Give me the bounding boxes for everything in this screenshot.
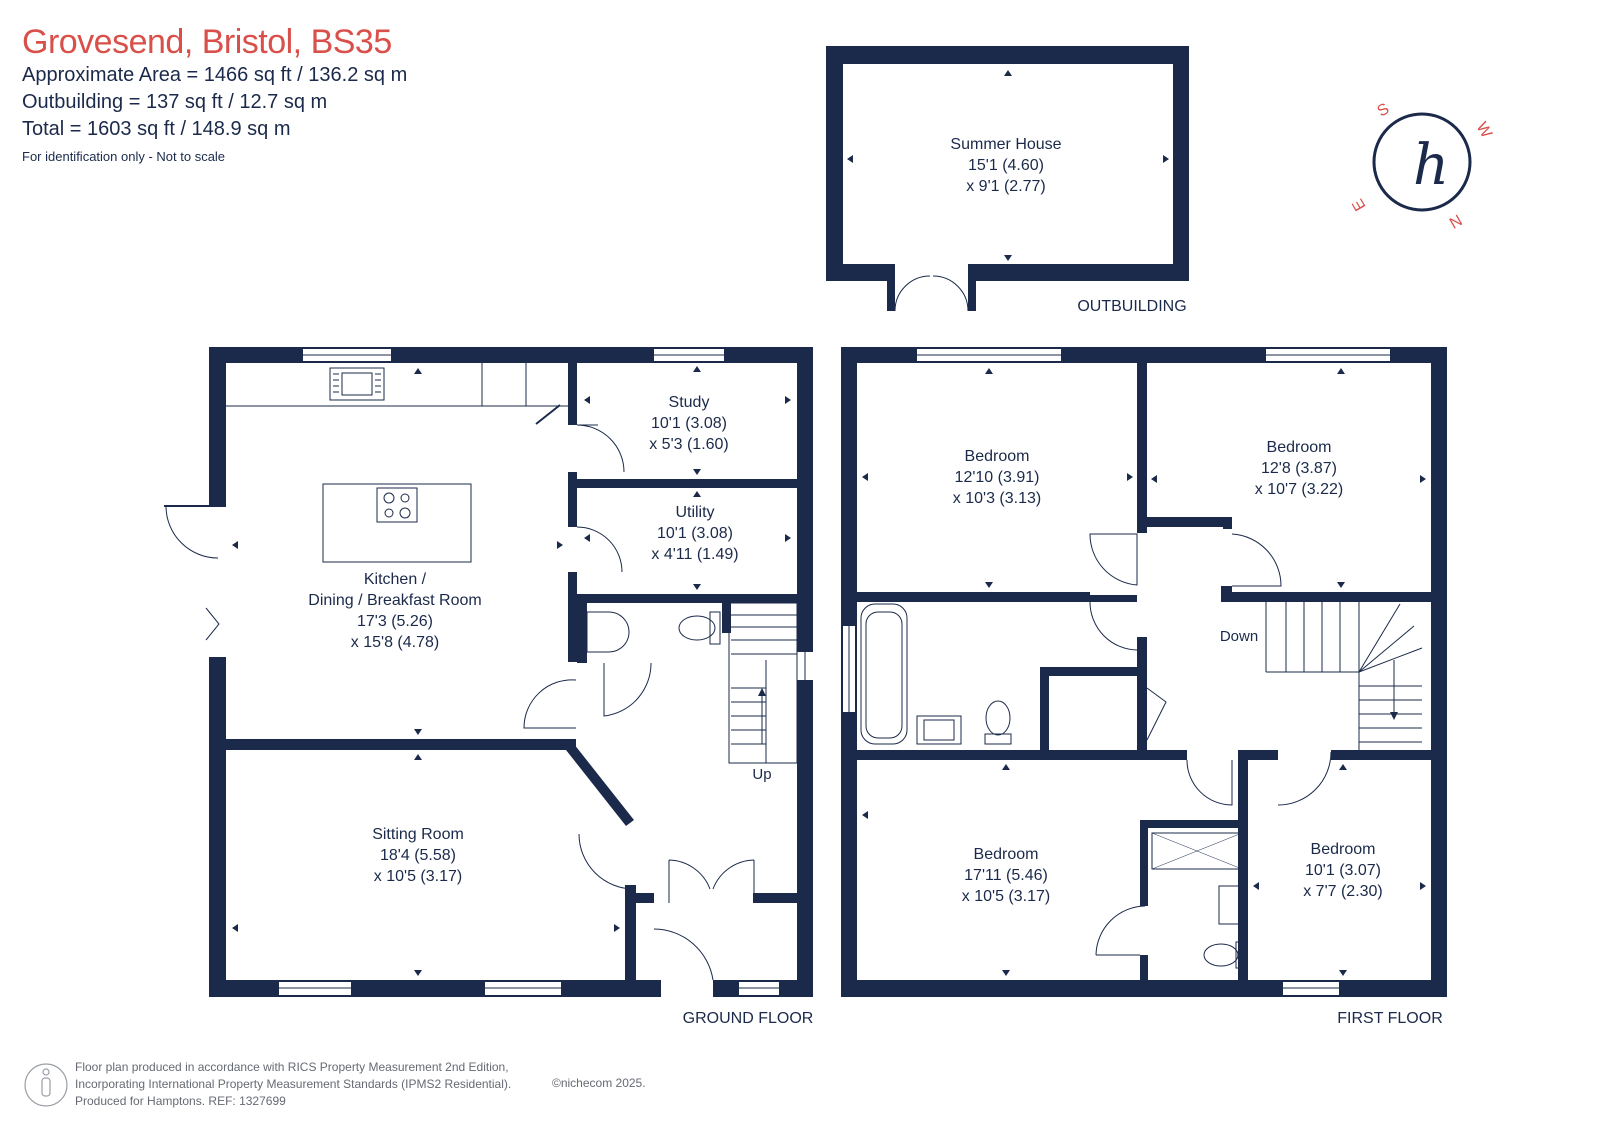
bedroom4-dim1: 10'1 (3.07) bbox=[1305, 862, 1381, 879]
bifold-door bbox=[205, 607, 220, 641]
ff-right-wall bbox=[1431, 347, 1447, 997]
utility-dim2: x 4'11 (1.49) bbox=[651, 546, 738, 563]
ff-staircase bbox=[1265, 602, 1423, 750]
footer-line1: Floor plan produced in accordance with R… bbox=[75, 1060, 509, 1074]
french-door-right bbox=[932, 275, 969, 312]
outbuilding-area: Outbuilding = 137 sq ft / 12.7 sq m bbox=[22, 91, 328, 113]
bedroom1-dim2: x 10'3 (3.13) bbox=[953, 490, 1041, 507]
bedroom2-dim1: 12'8 (3.87) bbox=[1261, 460, 1337, 477]
property-title: Grovesend, Bristol, BS35 bbox=[22, 23, 392, 61]
header: Grovesend, Bristol, BS35 Approximate Are… bbox=[22, 22, 407, 164]
copyright: ©nichecom 2025. bbox=[552, 1076, 646, 1090]
kitchen-name1: Kitchen / bbox=[364, 571, 427, 588]
kitchen-dim1: 17'3 (5.26) bbox=[357, 613, 433, 630]
bedroom3-dim1: 17'11 (5.46) bbox=[964, 867, 1048, 884]
compass-n: N bbox=[1446, 211, 1465, 232]
bedroom1-bath-wall bbox=[857, 592, 1090, 602]
utility-dim1: 10'1 (3.08) bbox=[657, 525, 733, 542]
ff-bathroom-fixtures bbox=[860, 603, 1245, 969]
stairs-up-label: Up bbox=[752, 766, 771, 783]
summer-house-dim1: 15'1 (4.60) bbox=[968, 157, 1044, 174]
utility-wc-wall bbox=[577, 594, 797, 603]
bedroom3-dim2: x 10'5 (3.17) bbox=[962, 888, 1050, 905]
logo-letter: h bbox=[1413, 133, 1449, 198]
kitchen-sitting-wall bbox=[226, 739, 576, 750]
kitchen-name2: Dining / Breakfast Room bbox=[308, 592, 481, 609]
gf-bottom-wall-left bbox=[209, 980, 661, 997]
kitchen-dim2: x 15'8 (4.78) bbox=[351, 634, 439, 651]
total-area: Total = 1603 sq ft / 148.9 sq m bbox=[22, 118, 291, 140]
bedroom1-name: Bedroom bbox=[965, 448, 1030, 465]
study-name: Study bbox=[669, 394, 710, 411]
kitchen-island bbox=[322, 483, 472, 563]
study-dim2: x 5'3 (1.60) bbox=[649, 436, 729, 453]
french-door-left bbox=[894, 275, 931, 312]
bedroom4-dim2: x 7'7 (2.30) bbox=[1303, 883, 1383, 900]
compass-logo: h S W E N bbox=[1349, 100, 1495, 231]
disclaimer-note: For identification only - Not to scale bbox=[22, 149, 226, 164]
sitting-room-dim2: x 10'5 (3.17) bbox=[374, 868, 462, 885]
footer-line2: Incorporating International Property Mea… bbox=[75, 1077, 512, 1091]
first-floor-label: FIRST FLOOR bbox=[1337, 1010, 1443, 1027]
ground-floor-label: GROUND FLOOR bbox=[683, 1010, 814, 1027]
footer-line3: Produced for Hamptons. REF: 1327699 bbox=[75, 1094, 286, 1108]
kitchen-sink bbox=[329, 367, 385, 401]
outbuilding-plan: Summer House 15'1 (4.60) x 9'1 (2.77) OU… bbox=[826, 46, 1189, 315]
stairs-down-label: Down bbox=[1220, 628, 1258, 645]
bedroom3-name: Bedroom bbox=[974, 846, 1039, 863]
sitting-room-dim1: 18'4 (5.58) bbox=[380, 847, 456, 864]
bedroom1-dim1: 12'10 (3.91) bbox=[955, 469, 1040, 486]
gf-dimension-arrows bbox=[232, 366, 791, 976]
first-floor-plan: Bedroom 12'10 (3.91) x 10'3 (3.13) Bedro… bbox=[841, 347, 1447, 1027]
study-utility-wall bbox=[577, 479, 797, 488]
bedroom2-name: Bedroom bbox=[1267, 439, 1332, 456]
compass-w: W bbox=[1473, 120, 1496, 142]
bedroom2-dim2: x 10'7 (3.22) bbox=[1255, 481, 1343, 498]
approximate-area: Approximate Area = 1466 sq ft / 136.2 sq… bbox=[22, 64, 408, 86]
summer-house-name: Summer House bbox=[950, 136, 1061, 153]
utility-name: Utility bbox=[675, 504, 714, 521]
gf-staircase bbox=[728, 602, 798, 764]
sitting-room-name: Sitting Room bbox=[372, 826, 464, 843]
study-dim1: 10'1 (3.08) bbox=[651, 415, 727, 432]
summer-house-dim2: x 9'1 (2.77) bbox=[966, 178, 1046, 195]
compass-e: E bbox=[1349, 196, 1369, 214]
gf-left-wall-bottom bbox=[209, 657, 226, 997]
footer-notes: Floor plan produced in accordance with R… bbox=[75, 1059, 511, 1110]
gf-left-wall-top bbox=[209, 347, 226, 506]
bedroom4-name: Bedroom bbox=[1311, 841, 1376, 858]
gf-wc-fixtures bbox=[586, 611, 721, 653]
info-icon bbox=[24, 1063, 68, 1107]
compass-s: S bbox=[1375, 100, 1393, 120]
ground-floor-plan: Study 10'1 (3.08) x 5'3 (1.60) Utility 1… bbox=[164, 347, 813, 1027]
outbuilding-label: OUTBUILDING bbox=[1077, 298, 1186, 315]
bath-bedroom3-wall bbox=[857, 750, 1187, 760]
ff-bottom-wall bbox=[841, 980, 1447, 997]
compass-ring bbox=[1372, 112, 1472, 212]
